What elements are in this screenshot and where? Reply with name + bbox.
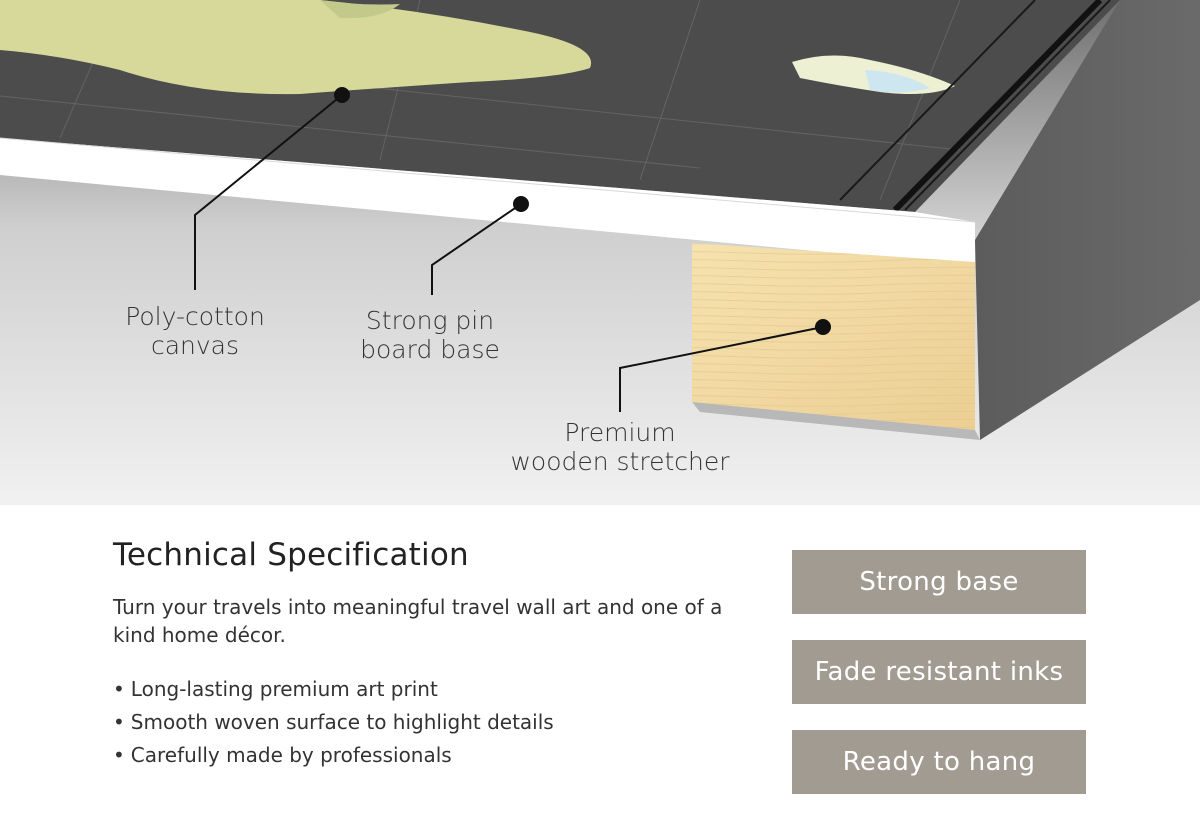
continent-land <box>0 0 592 95</box>
callout-canvas-line1: Poly-cotton <box>125 302 265 331</box>
callout-stretcher-line2: wooden stretcher <box>510 447 730 476</box>
pinboard-callout-dot <box>513 196 529 212</box>
cross-section-drawing <box>0 0 1200 505</box>
bullet-text: Long-lasting premium art print <box>130 677 438 701</box>
bullet-icon: • <box>113 743 125 767</box>
canvas-side-wall <box>975 0 1200 440</box>
continent-shading <box>320 0 400 19</box>
stretcher-shadow <box>692 402 980 440</box>
spec-description: Turn your travels into meaningful travel… <box>113 595 723 647</box>
island-lake <box>865 70 930 93</box>
canvas-cross-section-illustration: Poly-cotton canvas Strong pin board base… <box>0 0 1200 505</box>
badge-fade-resistant-inks: Fade resistant inks <box>792 640 1086 704</box>
list-item: •Long-lasting premium art print <box>113 673 554 706</box>
pinboard-edge-line <box>0 137 976 223</box>
bullet-text: Carefully made by professionals <box>130 743 452 767</box>
stretcher-callout-dot <box>815 319 831 335</box>
map-frame-lines <box>839 0 1111 211</box>
map-frame-bar <box>892 0 1103 213</box>
callout-stretcher-line1: Premium <box>564 418 676 447</box>
pinboard-edge <box>0 138 975 266</box>
list-item: •Carefully made by professionals <box>113 739 554 772</box>
technical-specification-section: Technical Specification Turn your travel… <box>0 505 1200 840</box>
callout-pinboard: Strong pin board base <box>345 306 515 364</box>
callout-pinboard-line1: Strong pin <box>365 306 495 335</box>
list-item: •Smooth woven surface to highlight detai… <box>113 706 554 739</box>
callout-canvas-line2: canvas <box>150 331 240 360</box>
spec-bullet-list: •Long-lasting premium art print •Smooth … <box>113 673 554 772</box>
spec-title: Technical Specification <box>113 537 469 573</box>
callout-canvas: Poly-cotton canvas <box>110 302 280 360</box>
callout-lines <box>194 94 824 412</box>
bullet-icon: • <box>113 710 125 734</box>
wood-grain <box>692 243 975 430</box>
canvas-callout-dot <box>334 87 350 103</box>
callout-pinboard-line2: board base <box>360 335 500 364</box>
bullet-icon: • <box>113 677 125 701</box>
bullet-text: Smooth woven surface to highlight detail… <box>130 710 554 734</box>
callout-stretcher: Premium wooden stretcher <box>495 418 745 476</box>
badge-strong-base: Strong base <box>792 550 1086 614</box>
badge-ready-to-hang: Ready to hang <box>792 730 1086 794</box>
